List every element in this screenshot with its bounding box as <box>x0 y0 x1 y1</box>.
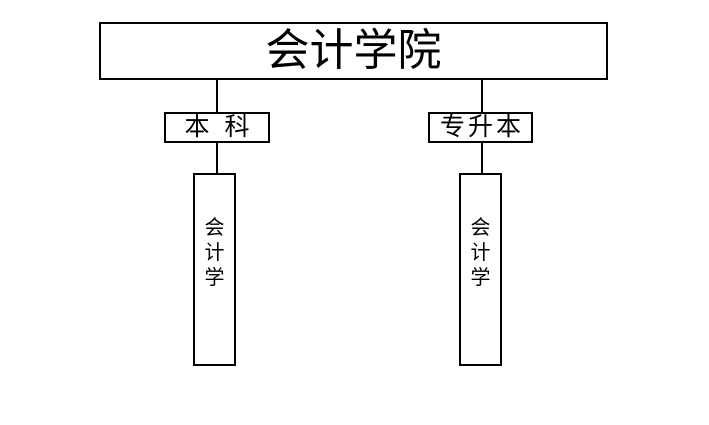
upgrade-node-box: 专升本 <box>428 112 533 143</box>
connector-root-to-undergraduate <box>216 80 218 112</box>
upgrade-node-label: 专升本 <box>439 114 524 141</box>
connector-undergraduate-to-major <box>216 143 218 173</box>
undergraduate-major-node-box: 会计学 <box>193 173 236 366</box>
undergraduate-major-node-label: 会计学 <box>204 217 225 289</box>
root-node-label: 会计学院 <box>265 26 442 75</box>
upgrade-major-node-label: 会计学 <box>470 217 491 289</box>
connector-upgrade-to-major <box>481 143 483 173</box>
root-node-box: 会计学院 <box>99 22 608 80</box>
upgrade-major-node-box: 会计学 <box>459 173 502 366</box>
undergraduate-node-box: 本科 <box>164 112 270 143</box>
connector-root-to-upgrade <box>481 80 483 112</box>
undergraduate-node-label: 本科 <box>184 114 265 141</box>
